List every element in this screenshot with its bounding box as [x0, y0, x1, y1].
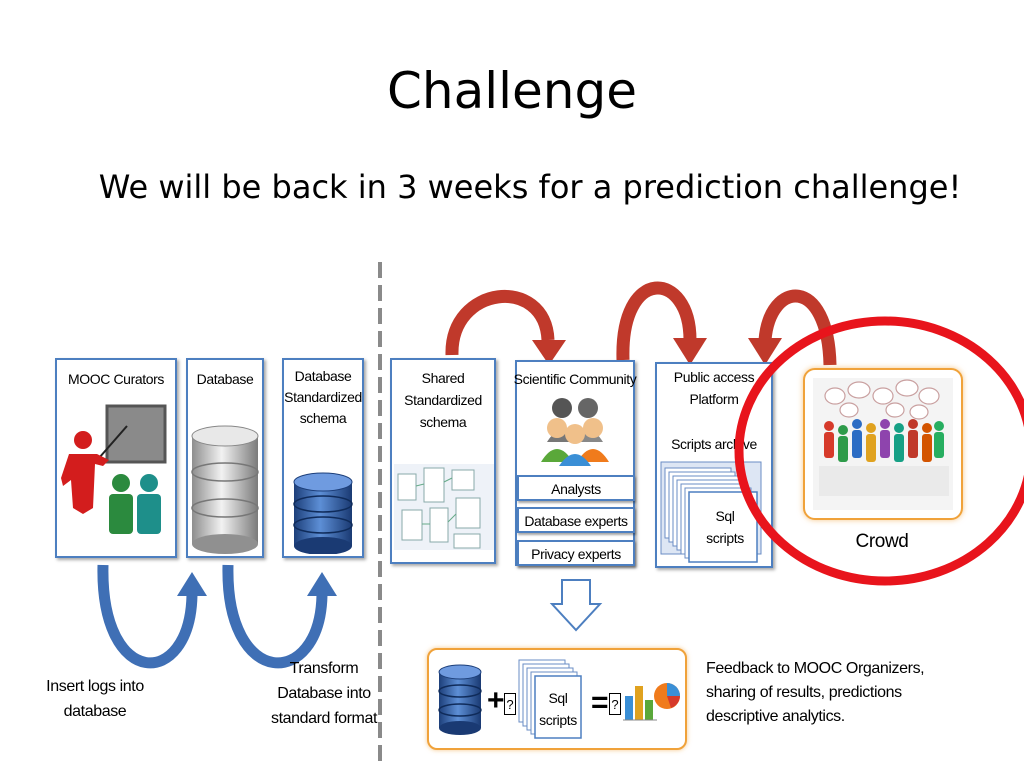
public-access-label-line2: Platform — [689, 391, 739, 407]
shared-schema-box: Shared Standardized schema — [390, 358, 496, 564]
crowd-label: Crowd — [855, 531, 909, 552]
down-arrow-icon — [549, 579, 603, 632]
transform-caption: Transform Database into standard format — [268, 656, 380, 731]
database-blue-icon — [293, 472, 353, 554]
sql-small-line1: Sql — [548, 690, 568, 706]
red-arrowhead-1 — [532, 340, 566, 365]
schema-label-line1: Database — [294, 368, 352, 384]
feedback-line1: Feedback to MOOC Organizers, — [706, 660, 925, 677]
scientific-community-box: Scientific Community — [514, 360, 637, 566]
role-privacy-experts: Privacy experts — [517, 540, 635, 566]
placeholder-glyph-2: ? — [609, 693, 621, 715]
mooc-curators-box: MOOC Curators — [55, 358, 177, 558]
transform-caption-line2: Database into — [277, 685, 371, 702]
schema-diagram-icon — [394, 464, 494, 550]
role-analysts: Analysts — [517, 475, 635, 501]
sql-scripts-stack-small — [518, 659, 582, 739]
slide-subtitle: We will be back in 3 weeks for a predict… — [98, 168, 962, 206]
database-standardized-schema-box: Database Standardized schema — [282, 358, 364, 558]
sql-scripts-line1: Sql — [715, 508, 735, 524]
placeholder-glyph-1: ? — [504, 693, 516, 715]
red-arrow-2 — [616, 281, 697, 361]
red-arrowhead-2 — [673, 338, 707, 365]
red-arrow-1 — [445, 290, 555, 356]
public-access-platform-box: Public access Platform Scripts archive S… — [655, 362, 773, 568]
sql-small-line2: scripts — [539, 712, 577, 728]
crowd-speech-icon — [813, 378, 953, 510]
slide-title: Challenge — [387, 62, 637, 120]
scripts-stack-icon — [660, 461, 762, 563]
transform-caption-line3: standard format — [270, 710, 378, 727]
insert-caption-line1: Insert logs into — [46, 678, 144, 695]
database-box: Database — [186, 358, 264, 558]
chart-icon — [623, 683, 680, 721]
shared-label-line1: Shared — [421, 370, 465, 386]
database-label: Database — [196, 371, 254, 387]
role-database-experts: Database experts — [517, 507, 635, 533]
blue-arrow-2 — [222, 564, 328, 669]
database-silver-icon — [191, 425, 259, 554]
scientific-community-label: Scientific Community — [513, 371, 637, 387]
transform-caption-line1: Transform — [289, 660, 359, 677]
blue-arrowhead-1 — [177, 572, 207, 596]
mooc-curators-label: MOOC Curators — [68, 371, 164, 387]
blue-arrow-1 — [97, 564, 198, 669]
blue-arrowhead-2 — [307, 572, 337, 596]
insert-logs-caption: Insert logs into database — [40, 674, 150, 724]
feedback-line3: descriptive analytics. — [706, 708, 845, 725]
plus-sign: + — [487, 684, 505, 717]
feedback-line2: sharing of results, predictions — [706, 684, 902, 701]
result-box: + ? Sql scripts = ? — [427, 648, 687, 750]
feedback-text: Feedback to MOOC Organizers, sharing of … — [706, 657, 926, 729]
red-arrowhead-3 — [748, 338, 782, 365]
schema-label-line3: schema — [299, 410, 347, 426]
shared-label-line3: schema — [419, 414, 467, 430]
public-access-label-line1: Public access — [673, 369, 755, 385]
insert-caption-line2: database — [63, 703, 127, 720]
database-blue-icon-small — [438, 664, 482, 735]
equals-sign: = — [591, 686, 609, 719]
crowd-box — [803, 368, 963, 520]
presenter-icon — [61, 404, 167, 534]
sql-scripts-line2: scripts — [706, 530, 744, 546]
shared-label-line2: Standardized — [404, 392, 482, 408]
people-group-icon — [541, 398, 609, 466]
schema-label-line2: Standardized — [284, 389, 362, 405]
